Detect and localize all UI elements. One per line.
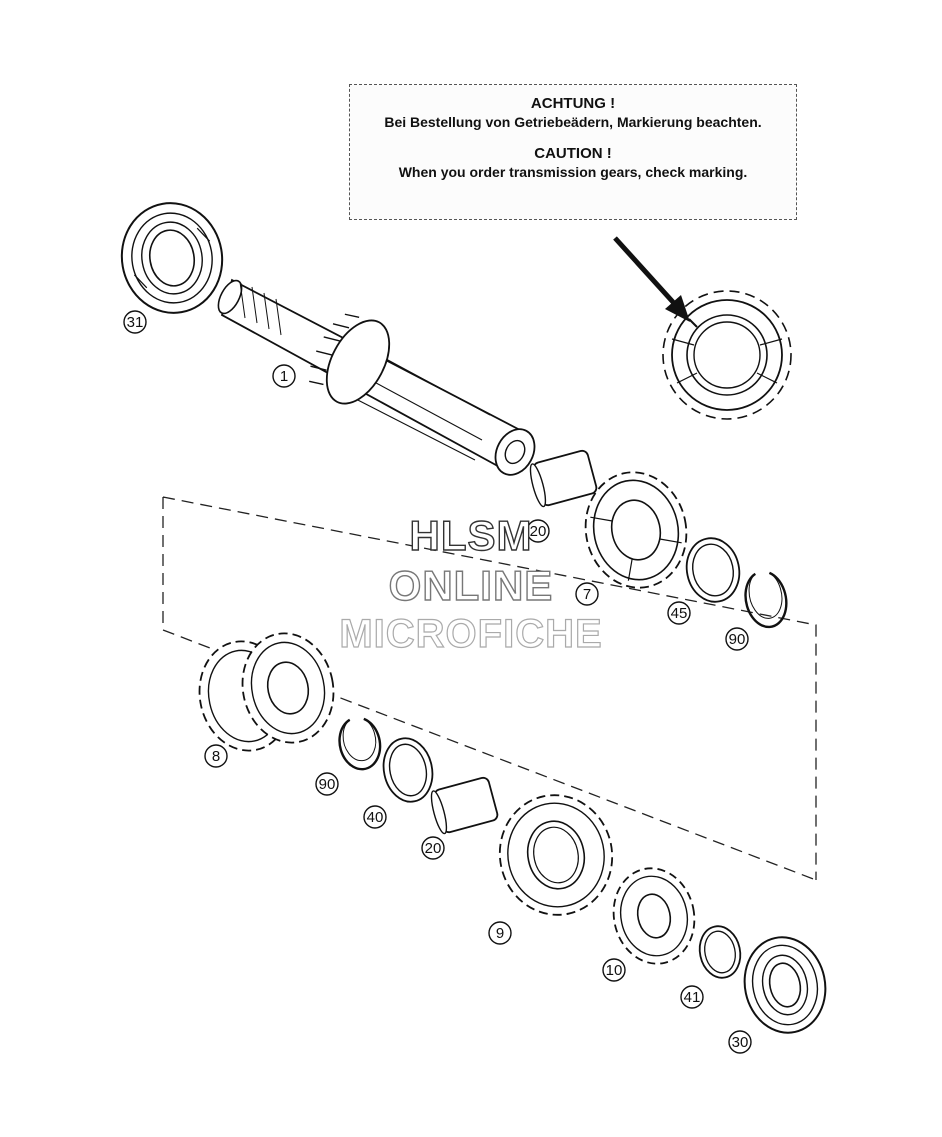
washer-45 xyxy=(685,537,741,603)
svg-text:8: 8 xyxy=(212,748,220,765)
bearing-bottom xyxy=(743,936,827,1034)
watermark-line3: MICROFICHE xyxy=(339,611,603,656)
callout-30: 30 xyxy=(728,1030,752,1054)
svg-text:40: 40 xyxy=(367,809,384,826)
main-shaft xyxy=(217,278,536,476)
notice-en-heading: CAUTION ! xyxy=(534,145,612,162)
svg-text:1: 1 xyxy=(280,368,288,385)
gear-7 xyxy=(584,471,688,589)
svg-text:30: 30 xyxy=(732,1034,749,1051)
marking-arrow xyxy=(613,236,690,322)
callout-20-bottom: 20 xyxy=(421,836,445,860)
svg-text:10: 10 xyxy=(606,962,623,979)
svg-text:20: 20 xyxy=(530,523,547,540)
caution-notice: ACHTUNG ! Bei Bestellung von Getriebeäde… xyxy=(349,84,797,220)
callout-41: 41 xyxy=(680,985,704,1009)
bushing-bottom xyxy=(430,776,499,835)
svg-text:90: 90 xyxy=(729,631,746,648)
callout-7: 7 xyxy=(575,582,599,606)
circlip-right xyxy=(744,571,788,629)
callout-90-right: 90 xyxy=(725,627,749,651)
svg-text:90: 90 xyxy=(319,776,336,793)
bearing-top xyxy=(120,202,224,314)
watermark-line1: HLSM xyxy=(409,511,533,559)
svg-text:20: 20 xyxy=(425,840,442,857)
callout-9: 9 xyxy=(488,921,512,945)
notice-de-text: Bei Bestellung von Getriebeädern, Markie… xyxy=(384,114,762,130)
svg-text:31: 31 xyxy=(127,314,144,331)
gear-10 xyxy=(612,867,696,965)
svg-text:7: 7 xyxy=(583,586,591,603)
callout-90-left: 90 xyxy=(315,772,339,796)
watermark-line2: ONLINE xyxy=(388,561,554,609)
marking-gear xyxy=(662,290,792,420)
washer-40 xyxy=(382,737,434,803)
callout-31: 31 xyxy=(123,310,147,334)
bushing-top xyxy=(529,449,598,508)
washer-41 xyxy=(698,925,742,979)
callout-1: 1 xyxy=(272,364,296,388)
svg-text:45: 45 xyxy=(671,605,688,622)
gear-8 xyxy=(198,632,335,752)
callout-10: 10 xyxy=(602,958,626,982)
gear-9 xyxy=(498,794,614,916)
callout-45: 45 xyxy=(667,601,691,625)
callout-8: 8 xyxy=(204,744,228,768)
notice-en-text: When you order transmission gears, check… xyxy=(398,164,748,180)
svg-text:41: 41 xyxy=(684,989,701,1006)
svg-text:9: 9 xyxy=(496,925,504,942)
callout-20-top: 20 xyxy=(526,519,550,543)
callout-40: 40 xyxy=(363,805,387,829)
notice-de-heading: ACHTUNG ! xyxy=(530,95,616,112)
assembly-boundary xyxy=(162,496,817,881)
circlip-left xyxy=(338,717,382,771)
